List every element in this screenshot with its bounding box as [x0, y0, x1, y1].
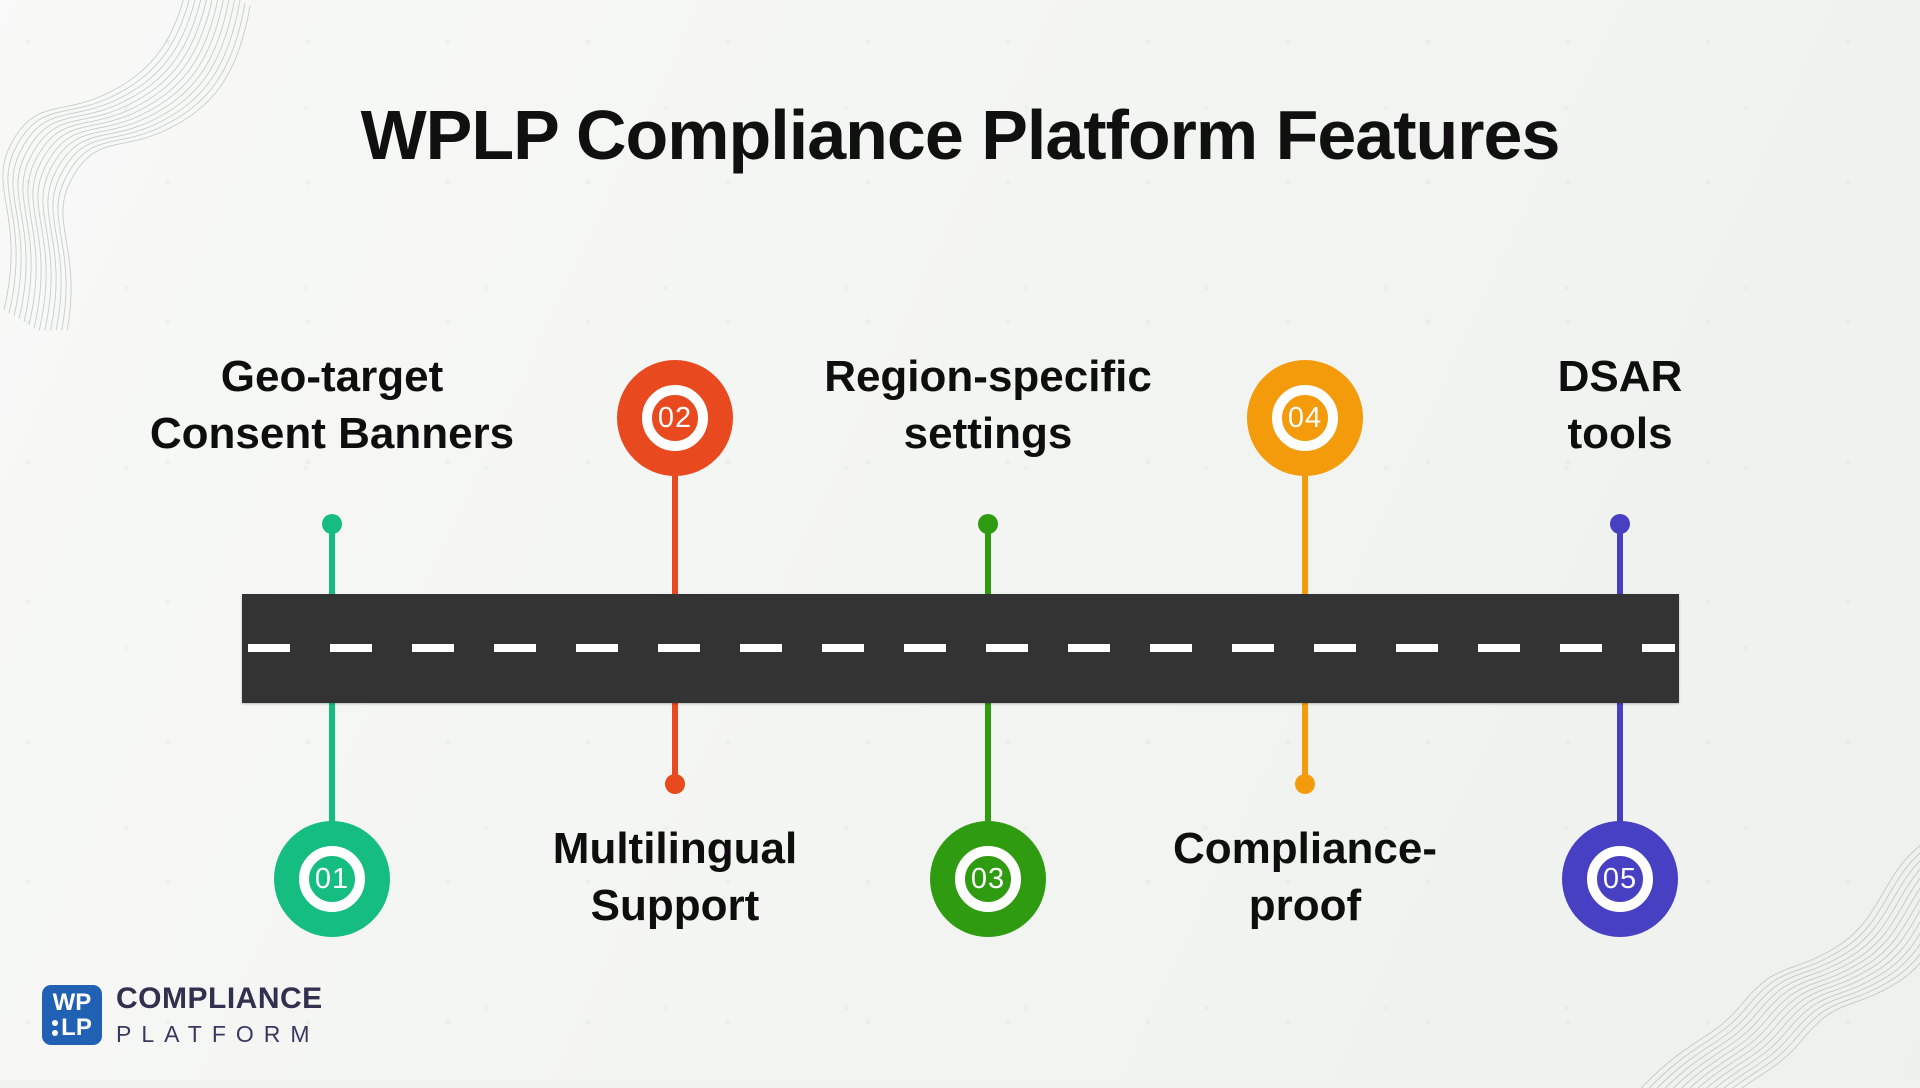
logo-colon-dots-icon: [52, 1019, 59, 1036]
milestone-number: 01: [314, 862, 350, 895]
milestone-circle-02: 02: [617, 360, 733, 476]
connector-dot: [1610, 514, 1630, 534]
logo-wp-text: WP: [52, 988, 92, 1016]
milestone-number: 04: [1287, 401, 1323, 434]
feature-label-line1: Region-specific: [824, 352, 1152, 401]
feature-label-multilingual: Multilingual Support: [435, 820, 915, 934]
connector-dot: [665, 774, 685, 794]
logo-lp-text: LP: [61, 1013, 92, 1041]
road-timeline: [242, 594, 1679, 703]
wplp-logo-icon: WP LP: [42, 985, 102, 1045]
feature-label-line1: Geo-target: [220, 352, 444, 401]
feature-label-compliance-proof: Compliance- proof: [1065, 820, 1545, 934]
feature-label-line2: proof: [1248, 881, 1362, 930]
feature-label-line2: Consent Banners: [149, 409, 515, 458]
milestone-ring: 04: [1272, 385, 1338, 451]
connector-dot: [322, 514, 342, 534]
milestone-ring: 05: [1587, 846, 1653, 912]
wplp-logo: WP LP COMPLIANCE PLATFORM: [42, 982, 323, 1048]
feature-label-line1: Multilingual: [552, 824, 798, 873]
feature-label-dsar-tools: DSAR tools: [1380, 348, 1860, 462]
milestone-circle-05: 05: [1562, 821, 1678, 937]
feature-label-line2: settings: [903, 409, 1073, 458]
brand-platform-text: PLATFORM: [116, 1021, 320, 1047]
feature-label-region-specific: Region-specific settings: [748, 348, 1228, 462]
feature-label-line1: DSAR: [1557, 352, 1683, 401]
feature-label-geo-target: Geo-target Consent Banners: [92, 348, 572, 462]
milestone-circle-01: 01: [274, 821, 390, 937]
feature-label-line1: Compliance-: [1172, 824, 1438, 873]
milestone-circle-03: 03: [930, 821, 1046, 937]
logo-wordmark: COMPLIANCE PLATFORM: [116, 982, 323, 1048]
milestone-number: 05: [1602, 862, 1638, 895]
road-center-dashes: [248, 644, 1675, 652]
brand-compliance-text: COMPLIANCE: [116, 982, 323, 1015]
milestone-number: 03: [970, 862, 1006, 895]
milestone-ring: 02: [642, 385, 708, 451]
feature-label-line2: Support: [590, 881, 760, 930]
feature-label-line2: tools: [1567, 409, 1673, 458]
connector-dot: [978, 514, 998, 534]
milestone-ring: 01: [299, 846, 365, 912]
milestone-number: 02: [657, 401, 693, 434]
milestone-ring: 03: [955, 846, 1021, 912]
page-title: WPLP Compliance Platform Features: [360, 95, 1561, 174]
milestone-circle-04: 04: [1247, 360, 1363, 476]
logo-lp-row: LP: [52, 1013, 92, 1041]
connector-dot: [1295, 774, 1315, 794]
corner-wave-decoration-bottom-right: [1640, 827, 1920, 1088]
